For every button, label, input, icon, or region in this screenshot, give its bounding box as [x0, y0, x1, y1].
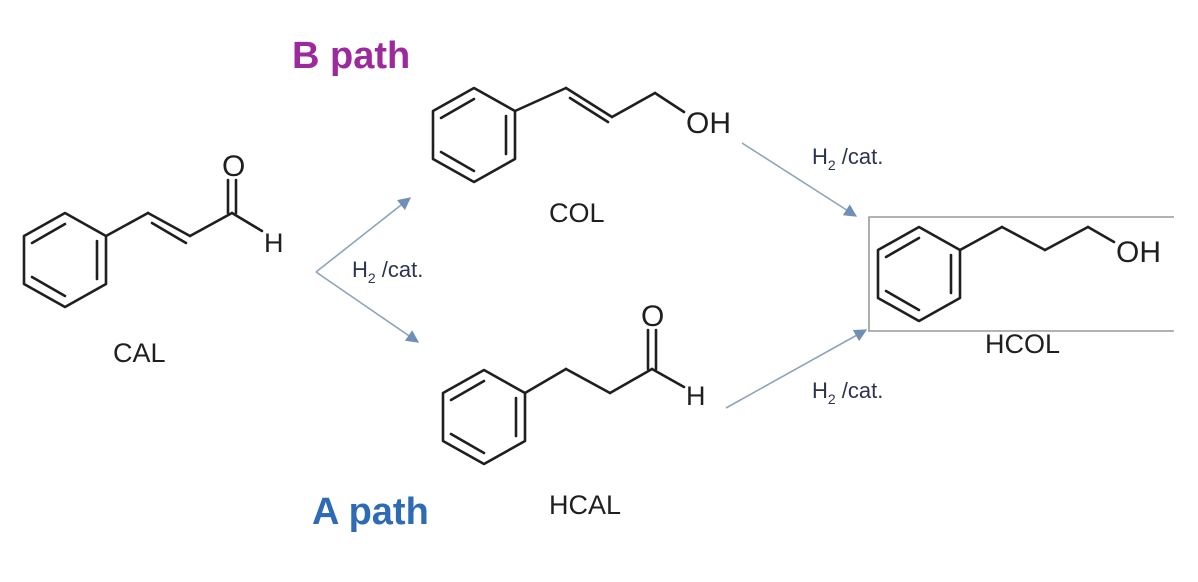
hcol-label: HCOL	[985, 329, 1060, 359]
condition-hcal: H2 /cat.	[812, 378, 883, 407]
condition-col: H2 /cat.	[812, 144, 883, 173]
cal-hydrogen: H	[264, 228, 284, 258]
hcol-molecule: OH	[876, 225, 1161, 323]
hcal-benzene-ring	[441, 368, 527, 466]
col-label: COL	[549, 198, 605, 228]
hcal-oxygen: O	[641, 300, 664, 333]
b-path-label: B path	[292, 35, 410, 77]
arrow-cal-to-hcal	[315, 271, 420, 343]
hcal-hydrogen: H	[686, 381, 706, 411]
col-molecule: OH	[431, 86, 731, 184]
hcol-hydroxyl: OH	[1116, 236, 1161, 269]
hcol-benzene-ring	[876, 225, 962, 323]
hcol-frame	[868, 216, 1174, 332]
arrow-hcal-to-hcol	[725, 329, 868, 409]
arrow-col-to-hcol	[741, 142, 858, 217]
col-double-bond	[564, 86, 614, 119]
col-hydroxyl: OH	[686, 107, 731, 140]
col-benzene-ring	[431, 86, 517, 184]
hcal-molecule: O H	[441, 300, 706, 466]
hcal-label: HCAL	[549, 490, 621, 520]
cal-double-bond	[146, 211, 192, 238]
a-path-label: A path	[312, 491, 429, 533]
arrow-cal-to-col	[315, 197, 412, 273]
cal-benzene-ring	[22, 211, 108, 309]
cal-label: CAL	[113, 338, 166, 368]
cal-oxygen: O	[222, 150, 245, 183]
condition-cal: H2 /cat.	[352, 257, 423, 286]
cal-molecule: O H	[22, 150, 284, 309]
